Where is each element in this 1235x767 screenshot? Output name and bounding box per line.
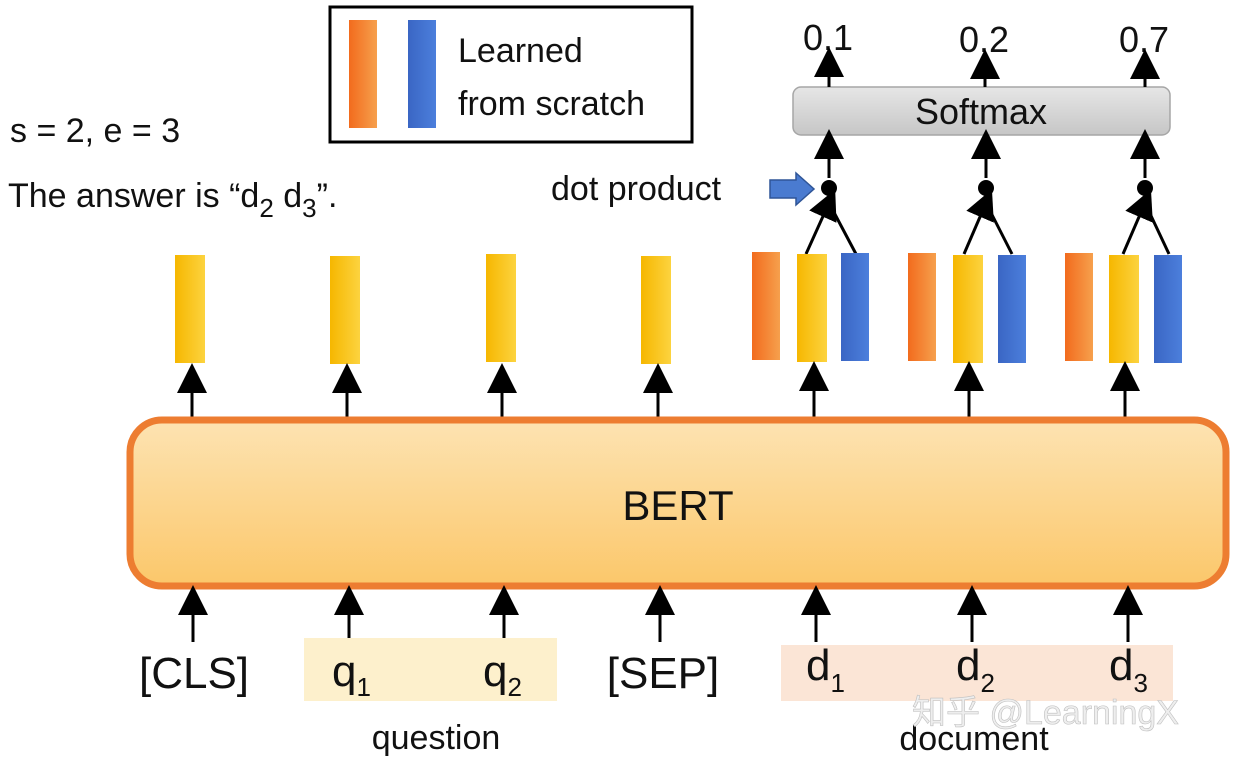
vector-d1-end — [841, 253, 869, 361]
vector-d1-start — [752, 252, 780, 360]
token-cls: [CLS] — [139, 649, 249, 698]
legend: Learned from scratch — [328, 5, 694, 144]
answer-mid: d — [274, 177, 302, 215]
output-vectors — [175, 252, 1182, 364]
vector-q2 — [486, 254, 516, 362]
softmax-output-1: 0.1 — [803, 17, 853, 58]
bert-model-box — [126, 416, 1230, 590]
vector-d2 — [953, 255, 983, 363]
dot-product-nodes — [804, 129, 1171, 255]
dot-product-node-3 — [1121, 129, 1171, 255]
document-highlight — [781, 645, 1173, 701]
token-d1: d1 — [806, 641, 845, 698]
document-group-label: document — [899, 720, 1049, 758]
vector-d3-start — [1065, 253, 1093, 361]
answer-text: The answer is “d2 d3”. — [8, 177, 337, 223]
input-tokens: [CLS] q1 q2 [SEP] d1 d2 d3 — [139, 641, 1148, 702]
watermark: 知乎 @LearningX — [912, 694, 1179, 732]
question-group-label: question — [372, 719, 501, 757]
token-q1: q1 — [332, 647, 371, 702]
token-d3: d3 — [1109, 641, 1148, 698]
span-indices: s = 2, e = 3 — [10, 112, 180, 150]
bert-output-arrows — [177, 361, 1140, 420]
legend-label-line1: Learned — [458, 32, 583, 70]
vector-cls — [175, 255, 205, 363]
answer-suffix: ”. — [317, 177, 338, 215]
softmax-output-3: 0.7 — [1119, 19, 1169, 60]
vector-d2-end — [998, 255, 1026, 363]
dot-product-node-1 — [804, 129, 858, 255]
vector-d2-start — [908, 253, 936, 361]
vector-q1 — [330, 256, 360, 364]
answer-sub-2: 3 — [302, 193, 316, 223]
token-d2: d2 — [956, 641, 995, 698]
softmax-label: Softmax — [915, 91, 1047, 132]
softmax-output-2: 0.2 — [959, 19, 1009, 60]
dot-product-node-2 — [962, 129, 1014, 255]
token-sep: [SEP] — [607, 649, 720, 698]
answer-prefix: The answer is “d — [8, 177, 259, 215]
dot-product-callout-arrow — [769, 171, 816, 207]
legend-blue-vector — [408, 20, 436, 128]
vector-sep — [641, 256, 671, 364]
vector-d3 — [1109, 255, 1139, 363]
question-highlight — [304, 638, 557, 701]
token-q2: q2 — [483, 647, 522, 702]
answer-sub-1: 2 — [259, 193, 273, 223]
bert-label: BERT — [622, 482, 733, 529]
dot-product-label: dot product — [551, 170, 722, 208]
bert-input-arrows — [178, 585, 1143, 642]
vector-d1 — [797, 254, 827, 362]
legend-frame — [328, 5, 694, 144]
softmax-layer: Softmax 0.1 0.2 0.7 — [792, 17, 1171, 136]
vector-d3-end — [1154, 255, 1182, 363]
legend-label-line2: from scratch — [458, 85, 645, 123]
legend-orange-vector — [349, 20, 377, 128]
